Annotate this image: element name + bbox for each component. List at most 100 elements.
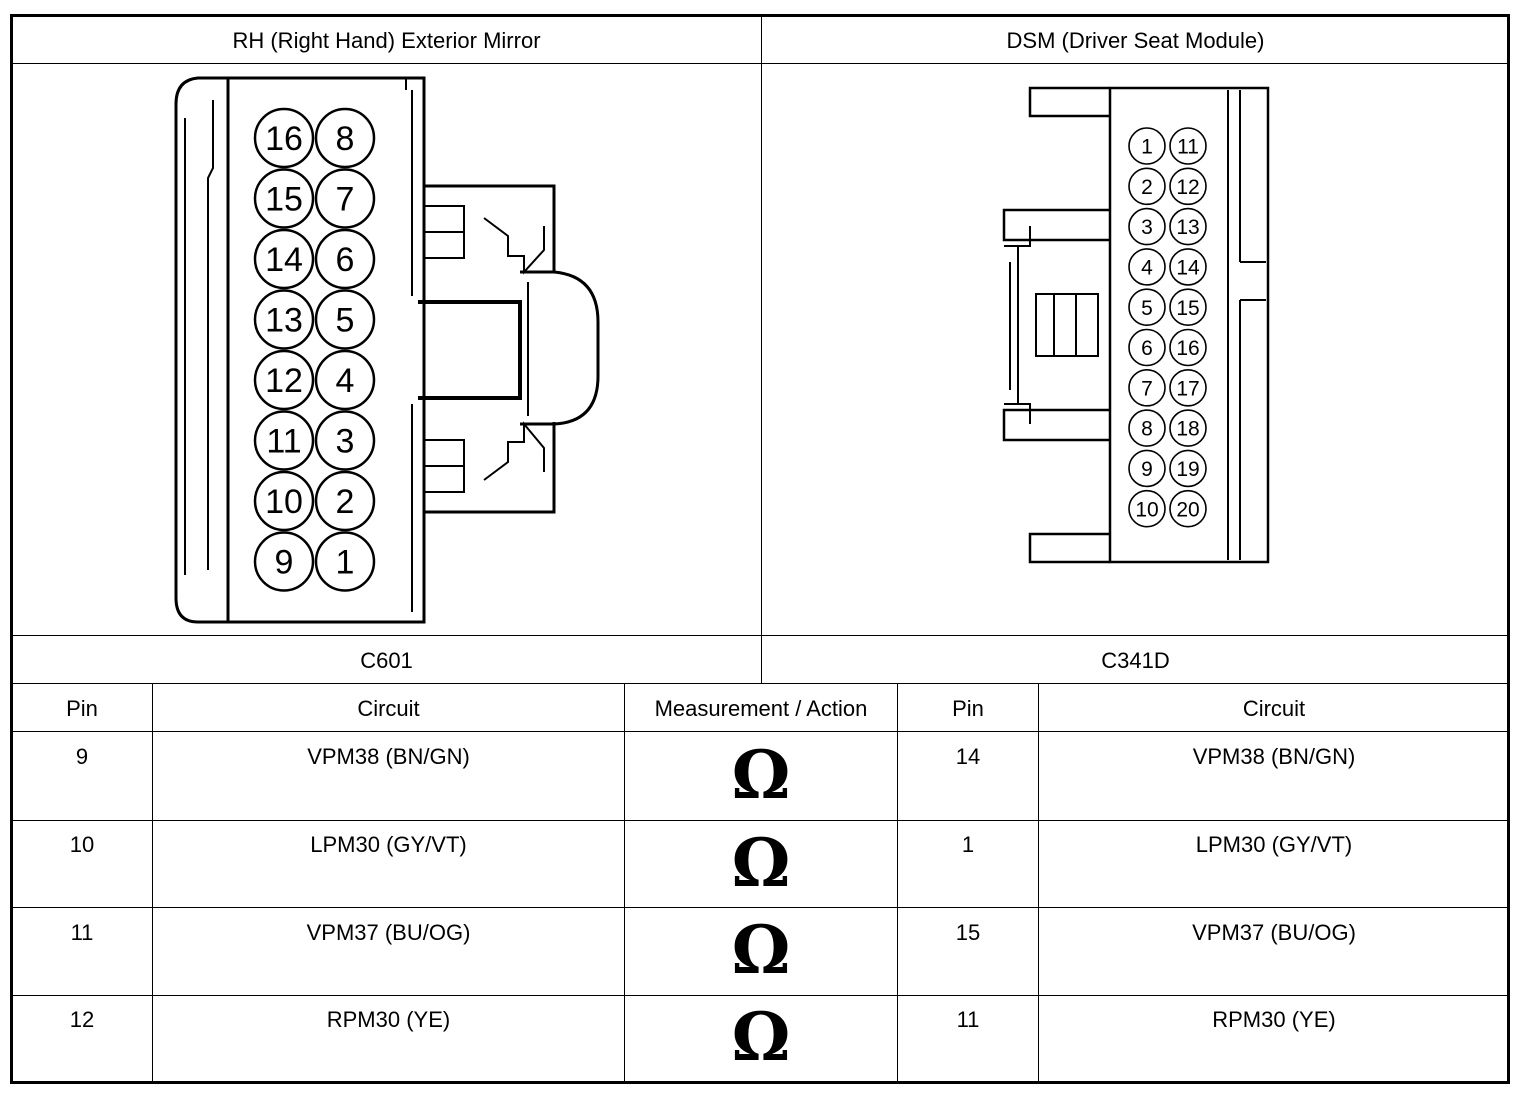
pin-cavity	[314, 168, 376, 229]
pin-cavity	[314, 107, 376, 169]
pin-cavity	[1128, 409, 1166, 447]
row-1-pin-left: 9	[75, 744, 89, 769]
pin-number: 3	[1141, 216, 1153, 239]
pin-number: 10	[1135, 498, 1158, 521]
row-3-pin-left: 11	[70, 920, 94, 945]
pin-cavity	[314, 228, 376, 290]
pin-cavity	[1128, 127, 1166, 165]
pin-cavity	[1128, 449, 1166, 488]
row-2-pin-left: 10	[69, 832, 95, 857]
pin-cavity	[253, 531, 315, 592]
c341d-connector-icon	[1002, 86, 1270, 564]
pin-cavity	[1169, 449, 1207, 488]
row-2-circuit-left: LPM30 (GY/VT)	[310, 832, 467, 857]
pin-number: 8	[1141, 418, 1153, 441]
pin-number: 6	[1141, 337, 1153, 360]
pin-number: 1	[1141, 136, 1153, 159]
row-2-ohm-icon: Ω	[731, 824, 791, 902]
pin-number: 11	[266, 423, 301, 461]
pin-number: 14	[265, 241, 303, 279]
pin-cavity	[253, 289, 315, 350]
grid-line	[12, 635, 1509, 636]
header-circuit-right: Circuit	[1242, 696, 1306, 721]
pin-number: 15	[265, 181, 303, 219]
row-3-pin-right: 15	[955, 920, 981, 945]
header-pin-left: Pin	[66, 696, 98, 721]
row-3-circuit-right: VPM37 (BU/OG)	[1192, 920, 1356, 945]
grid-line	[624, 683, 625, 1082]
row-1-circuit-left: VPM38 (BN/GN)	[307, 744, 470, 769]
pin-number: 10	[265, 483, 303, 521]
pin-number: 9	[1141, 458, 1153, 481]
pin-number: 7	[1141, 377, 1153, 400]
pin-number: 15	[1176, 297, 1199, 320]
grid-line	[152, 683, 153, 1082]
grid-line	[1038, 683, 1039, 1082]
pin-number: 9	[275, 544, 294, 582]
pin-cavity	[1128, 248, 1166, 286]
pin-cavity	[1128, 207, 1166, 246]
pin-cavity	[314, 470, 376, 532]
pin-cavity	[1169, 328, 1207, 367]
c601-connector-icon	[174, 76, 600, 624]
row-3-circuit-left: VPM37 (BU/OG)	[306, 920, 471, 945]
pin-number: 2	[336, 483, 355, 521]
pin-number: 16	[1176, 337, 1199, 360]
grid-line	[12, 683, 1509, 684]
row-4-circuit-left: RPM30 (YE)	[326, 1007, 451, 1032]
left-connector-title: RH (Right Hand) Exterior Mirror	[232, 28, 541, 53]
row-2-circuit-right: LPM30 (GY/VT)	[1195, 832, 1353, 857]
pin-number: 13	[265, 302, 303, 340]
right-connector-title: DSM (Driver Seat Module)	[1006, 28, 1265, 53]
pin-number: 16	[265, 120, 303, 158]
pin-number: 7	[336, 181, 355, 219]
pin-number: 6	[336, 241, 355, 279]
pin-number: 12	[1176, 176, 1199, 199]
pin-number: 13	[1176, 216, 1199, 239]
grid-line	[897, 683, 898, 1082]
pin-number: 12	[265, 362, 303, 400]
pin-cavity	[1169, 288, 1207, 327]
grid-line	[12, 731, 1509, 732]
row-4-circuit-right: RPM30 (YE)	[1212, 1007, 1336, 1032]
pin-cavity	[314, 531, 376, 592]
pin-number: 11	[1177, 136, 1199, 159]
pin-cavity	[1169, 368, 1207, 407]
pin-number: 19	[1176, 458, 1199, 481]
pin-cavity	[253, 228, 315, 290]
pin-cavity	[1169, 127, 1207, 165]
pin-cavity	[1169, 167, 1207, 206]
pin-cavity	[1128, 368, 1166, 407]
pin-cavity	[1169, 207, 1207, 246]
pin-cavity	[314, 410, 376, 471]
pin-cavity	[314, 349, 376, 411]
grid-line	[761, 16, 762, 683]
header-circuit-left: Circuit	[357, 696, 420, 721]
pin-cavity	[253, 349, 315, 411]
pin-cavity	[1128, 167, 1166, 206]
pin-number: 4	[1141, 256, 1153, 279]
pin-number: 2	[1141, 176, 1153, 199]
header-pin-right: Pin	[952, 696, 984, 721]
pin-cavity	[1169, 409, 1207, 447]
diagram-frame	[10, 14, 1510, 1084]
pin-cavity	[1128, 288, 1166, 327]
header-measurement: Measurement / Action	[654, 696, 868, 721]
pin-cavity	[1169, 248, 1207, 286]
pin-number: 1	[336, 544, 355, 582]
row-4-pin-left: 12	[69, 1007, 95, 1032]
pin-number: 8	[336, 120, 355, 158]
pin-cavity	[1128, 328, 1166, 367]
pin-number: 14	[1176, 256, 1200, 279]
pin-number: 3	[336, 423, 355, 461]
grid-line	[12, 995, 1509, 996]
pin-number: 18	[1176, 418, 1199, 441]
right-connector-id: C341D	[1101, 648, 1170, 673]
grid-line	[12, 907, 1509, 908]
pin-cavity	[314, 289, 376, 350]
row-1-pin-right: 14	[955, 744, 981, 769]
pin-cavity	[253, 470, 315, 532]
